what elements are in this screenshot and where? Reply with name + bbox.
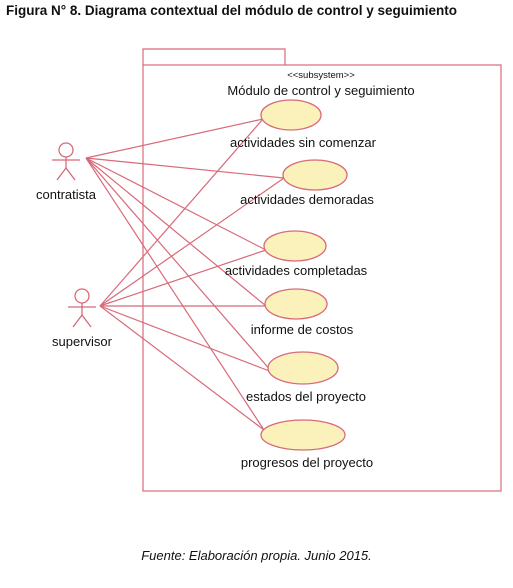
actor-leg-left (56, 167, 67, 181)
use-case-label: progresos del proyecto (241, 455, 373, 470)
association-supervisor-uc1 (99, 118, 264, 307)
use-case-ellipse (282, 159, 348, 191)
use-case-uc6[interactable]: progresos del proyecto (241, 419, 373, 470)
use-case-uc5[interactable]: estados del proyecto (246, 351, 366, 404)
use-case-label: actividades demoradas (240, 192, 374, 207)
use-case-ellipse (260, 99, 322, 131)
use-case-label: actividades sin comenzar (230, 135, 377, 150)
association-lines (85, 118, 285, 431)
association-contratista-uc5 (85, 157, 273, 373)
actor-leg-right (65, 167, 76, 181)
actor-head (74, 288, 90, 304)
use-case-uc4[interactable]: informe de costos (251, 288, 354, 337)
association-contratista-uc3 (85, 157, 267, 251)
use-case-uc1[interactable]: actividades sin comenzar (230, 99, 377, 150)
association-supervisor-uc5 (99, 305, 273, 373)
use-case-ellipse (264, 288, 328, 320)
subsystem-title: Módulo de control y seguimiento (227, 83, 414, 98)
figure-caption: Figura N° 8. Diagrama contextual del mód… (6, 3, 457, 18)
actor-label-supervisor: supervisor (52, 334, 113, 349)
association-supervisor-uc2 (99, 177, 285, 307)
use-case-ellipse (260, 419, 346, 451)
actor-head (58, 142, 74, 158)
association-contratista-uc1 (85, 118, 264, 159)
association-contratista-uc6 (85, 157, 265, 431)
association-contratista-uc2 (85, 157, 285, 179)
actor-contratista[interactable] (52, 142, 80, 181)
use-case-label: estados del proyecto (246, 389, 366, 404)
actor-supervisor[interactable] (68, 288, 96, 328)
use-case-ellipse (267, 351, 339, 385)
use-case-uc3[interactable]: actividades completadas (225, 230, 368, 278)
subsystem-stereotype: <<subsystem>> (287, 70, 355, 81)
use-case-label: informe de costos (251, 322, 354, 337)
figure-source: Fuente: Elaboración propia. Junio 2015. (141, 548, 372, 563)
use-case-ellipse (263, 230, 327, 262)
use-case-label: actividades completadas (225, 263, 368, 278)
subsystem-frame (142, 48, 502, 492)
actor-leg-right (81, 314, 92, 328)
association-supervisor-uc6 (99, 305, 265, 431)
actor-label-contratista: contratista (36, 187, 97, 202)
use-case-diagram: <<subsystem>> Módulo de control y seguim… (36, 48, 502, 492)
use-case-uc2[interactable]: actividades demoradas (240, 159, 374, 207)
association-supervisor-uc3 (99, 249, 267, 307)
actor-leg-left (72, 314, 83, 328)
association-contratista-uc4 (85, 157, 267, 307)
